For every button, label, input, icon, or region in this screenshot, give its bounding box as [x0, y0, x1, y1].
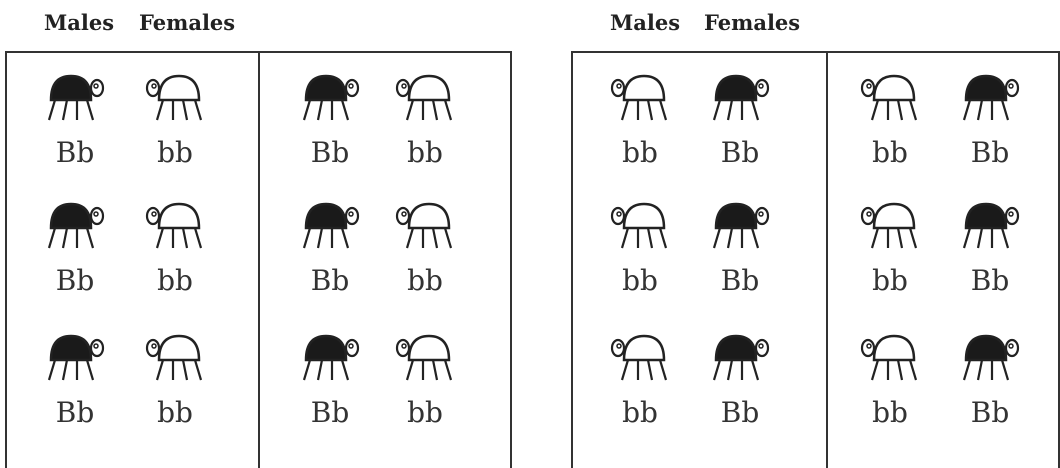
genotype-label: Bb — [720, 396, 760, 429]
genotype-label: bb — [407, 264, 443, 297]
light-beetle-icon — [608, 330, 672, 384]
light-beetle-icon — [608, 198, 672, 252]
genotype-label: Bb — [55, 396, 95, 429]
genotype-label: Bb — [720, 136, 760, 169]
light-beetle-icon — [143, 330, 207, 384]
genotype-label: Bb — [720, 264, 760, 297]
genotype-label: bb — [622, 396, 658, 429]
light-beetle-icon — [393, 198, 457, 252]
genotype-label: bb — [407, 136, 443, 169]
genotype-label: bb — [622, 264, 658, 297]
light-beetle-icon — [608, 70, 672, 124]
genotype-label: Bb — [310, 136, 350, 169]
genotype-label: bb — [872, 396, 908, 429]
dark-beetle-icon — [958, 70, 1022, 124]
dark-beetle-icon — [958, 330, 1022, 384]
panel-1-divider — [258, 51, 260, 468]
panel-1-males-header: Males — [44, 10, 115, 35]
genotype-label: bb — [157, 264, 193, 297]
dark-beetle-icon — [298, 198, 362, 252]
dark-beetle-icon — [708, 70, 772, 124]
genotype-label: Bb — [55, 264, 95, 297]
genotype-label: Bb — [970, 264, 1010, 297]
panel-2-divider — [826, 51, 828, 468]
genotype-label: bb — [157, 136, 193, 169]
panel-2-males-header: Males — [610, 10, 681, 35]
panel-1-females-header: Females — [139, 10, 236, 35]
dark-beetle-icon — [958, 198, 1022, 252]
light-beetle-icon — [393, 70, 457, 124]
dark-beetle-icon — [43, 198, 107, 252]
genotype-label: Bb — [310, 396, 350, 429]
dark-beetle-icon — [708, 198, 772, 252]
genotype-label: bb — [872, 264, 908, 297]
light-beetle-icon — [858, 70, 922, 124]
genotype-label: bb — [622, 136, 658, 169]
genotype-label: Bb — [55, 136, 95, 169]
dark-beetle-icon — [298, 70, 362, 124]
panel-2-females-header: Females — [704, 10, 801, 35]
light-beetle-icon — [858, 198, 922, 252]
dark-beetle-icon — [298, 330, 362, 384]
dark-beetle-icon — [43, 70, 107, 124]
light-beetle-icon — [143, 70, 207, 124]
genotype-label: bb — [872, 136, 908, 169]
genotype-label: Bb — [970, 396, 1010, 429]
dark-beetle-icon — [708, 330, 772, 384]
genotype-label: bb — [407, 396, 443, 429]
light-beetle-icon — [393, 330, 457, 384]
panel-2-frame — [571, 51, 1060, 468]
genotype-label: Bb — [970, 136, 1010, 169]
genotype-label: Bb — [310, 264, 350, 297]
light-beetle-icon — [143, 198, 207, 252]
genotype-label: bb — [157, 396, 193, 429]
light-beetle-icon — [858, 330, 922, 384]
dark-beetle-icon — [43, 330, 107, 384]
